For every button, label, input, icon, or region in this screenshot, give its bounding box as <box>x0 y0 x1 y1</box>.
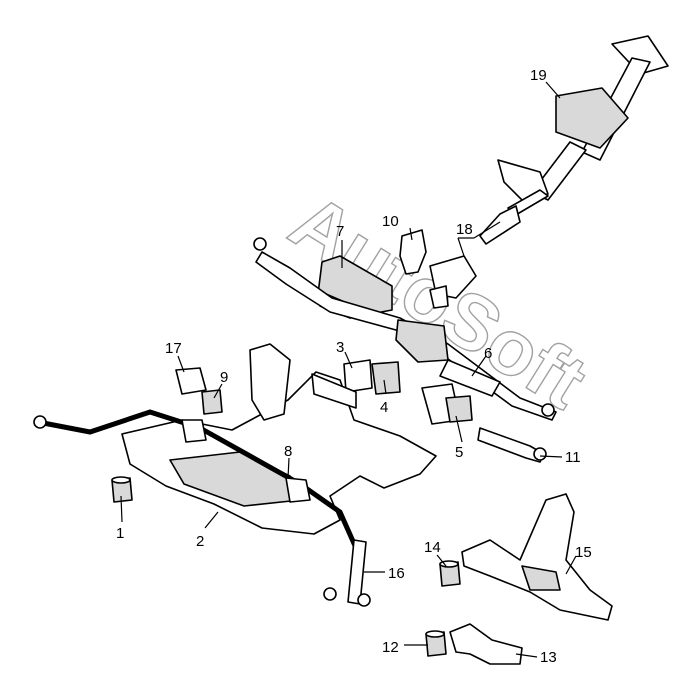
tie-rod-part <box>477 427 547 463</box>
callout-9: 9 <box>220 369 228 386</box>
lower-arm-rear-bushing-part <box>425 630 447 657</box>
steering-column-part <box>497 35 669 217</box>
sensor-part <box>399 229 427 275</box>
front-subframe-part <box>121 343 437 535</box>
callout-4: 4 <box>380 399 388 416</box>
intermediate-shaft-part <box>429 205 521 309</box>
callout-13: 13 <box>540 649 557 666</box>
callout-11: 11 <box>565 449 581 466</box>
callout-10: 10 <box>382 213 399 230</box>
lower-arm-front-bushing-part <box>439 560 461 587</box>
callout-6: 6 <box>484 345 492 362</box>
stabilizer-bar-part <box>33 409 359 550</box>
lower-control-arm-part <box>461 493 613 621</box>
leader-lines <box>120 81 577 658</box>
stabilizer-link-part <box>323 539 371 607</box>
callout-3: 3 <box>336 339 344 356</box>
stabilizer-bracket-part <box>175 367 207 395</box>
stabilizer-bushing-part <box>201 389 223 415</box>
callout-1: 1 <box>116 525 124 542</box>
steering-rack-part <box>253 237 557 421</box>
callout-16: 16 <box>388 565 405 582</box>
callout-12: 12 <box>382 639 399 656</box>
callout-14: 14 <box>424 539 441 556</box>
rack-mount-parts <box>343 359 473 425</box>
callout-18: 18 <box>456 221 473 238</box>
callout-8: 8 <box>284 443 292 460</box>
lower-arm-bracket-part <box>449 623 523 665</box>
callout-5: 5 <box>455 444 463 461</box>
subframe-bushing-part <box>111 476 133 503</box>
callout-19: 19 <box>530 67 547 84</box>
callout-17: 17 <box>165 340 182 357</box>
callout-2: 2 <box>196 533 204 550</box>
callout-7: 7 <box>336 223 344 240</box>
callout-15: 15 <box>575 544 592 561</box>
